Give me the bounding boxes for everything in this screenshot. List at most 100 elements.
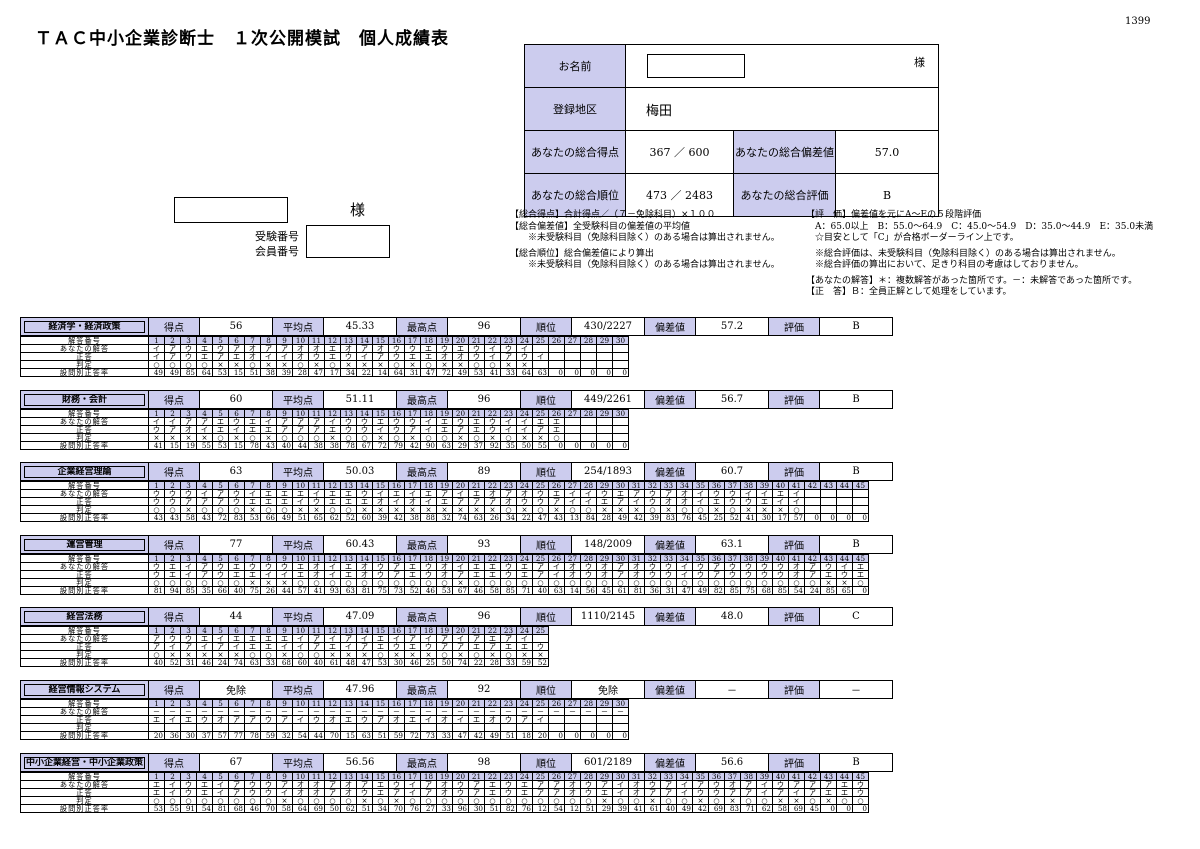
cell-rate: 90 bbox=[420, 441, 437, 451]
score-value: 67 bbox=[199, 753, 273, 772]
cell-ans: イ bbox=[452, 489, 469, 499]
cell-judge: ○ bbox=[292, 360, 309, 370]
question-number: 19 bbox=[436, 698, 453, 709]
question-number: 36 bbox=[708, 771, 725, 782]
cell-judge: ○ bbox=[308, 578, 325, 588]
cell-cor: エ bbox=[820, 788, 837, 798]
question-number: 19 bbox=[436, 480, 453, 491]
question-number: 37 bbox=[724, 480, 741, 491]
name-suffix-left: 様 bbox=[350, 201, 366, 219]
cell-cor: ウ bbox=[580, 788, 597, 798]
cell-judge: ○ bbox=[500, 796, 517, 806]
question-number: 26 bbox=[548, 771, 565, 782]
cell-cor: イ bbox=[148, 352, 165, 362]
cell-cor: エ bbox=[468, 715, 485, 725]
cell-judge: × bbox=[164, 650, 181, 660]
question-number: 14 bbox=[356, 698, 373, 709]
question-number: 29 bbox=[596, 553, 613, 564]
page-number: 1399 bbox=[1125, 16, 1151, 27]
cell-judge: ○ bbox=[516, 796, 533, 806]
cell-judge bbox=[564, 723, 581, 733]
cell-cor: ウ bbox=[228, 497, 245, 507]
cell-judge: × bbox=[244, 505, 261, 515]
cell-cor: ア bbox=[532, 788, 549, 798]
question-number: 18 bbox=[420, 335, 437, 346]
cell-judge bbox=[612, 723, 629, 733]
cell-cor: イ bbox=[612, 788, 629, 798]
rank-value: 254/1893 bbox=[571, 462, 645, 481]
cell-rate: 30 bbox=[756, 513, 773, 523]
max-label: 最高点 bbox=[396, 390, 448, 409]
cell-rate: 42 bbox=[388, 513, 405, 523]
cell-judge: ○ bbox=[436, 433, 453, 443]
cell-rate: 47 bbox=[676, 586, 693, 596]
cell-rate: 64 bbox=[516, 368, 533, 378]
cell-judge: ○ bbox=[308, 433, 325, 443]
cell-ans bbox=[804, 489, 821, 499]
cell-rate: 49 bbox=[676, 804, 693, 814]
question-number: 35 bbox=[692, 480, 709, 491]
cell-rate: 0 bbox=[852, 586, 869, 596]
avg-label: 平均点 bbox=[272, 535, 324, 554]
cell-ans: イ bbox=[388, 634, 405, 644]
cell-judge bbox=[452, 723, 469, 733]
cell-ans: ウ bbox=[388, 344, 405, 354]
question-number: 39 bbox=[756, 480, 773, 491]
cell-judge: ○ bbox=[436, 650, 453, 660]
name-cell: 様 bbox=[625, 44, 939, 88]
cell-ans: イ bbox=[356, 634, 373, 644]
question-number: 4 bbox=[196, 335, 213, 346]
eval-value: － bbox=[819, 680, 893, 699]
question-number: 3 bbox=[180, 625, 197, 636]
question-number: 27 bbox=[564, 480, 581, 491]
cell-ans: オ bbox=[788, 562, 805, 572]
row-label: 正答 bbox=[20, 352, 149, 362]
cell-cor: ウ bbox=[340, 352, 357, 362]
total-score-label: あなたの総合得点 bbox=[524, 130, 626, 174]
grid-row-ans: あなたの解答アウウエイエエエエイアイアイエイアイアイアエアイ bbox=[20, 634, 549, 644]
question-number: 8 bbox=[260, 408, 277, 419]
cell-rate: 75 bbox=[244, 586, 261, 596]
cell-ans: エ bbox=[404, 562, 421, 572]
cell-ans: ア bbox=[660, 489, 677, 499]
cell-rate: 33 bbox=[260, 658, 277, 668]
cell-judge: × bbox=[260, 433, 277, 443]
score-value: 77 bbox=[199, 535, 273, 554]
cell-ans: ウ bbox=[724, 562, 741, 572]
question-number: 5 bbox=[212, 698, 229, 709]
cell-rate: 20 bbox=[532, 731, 549, 741]
question-number: 29 bbox=[596, 408, 613, 419]
cell-judge: × bbox=[660, 505, 677, 515]
question-number: 10 bbox=[292, 625, 309, 636]
cell-ans: イ bbox=[580, 489, 597, 499]
cell-rate: 0 bbox=[852, 804, 869, 814]
question-number: 16 bbox=[388, 408, 405, 419]
row-label: 設問別正答率 bbox=[20, 731, 149, 741]
cell-cor bbox=[564, 352, 581, 362]
grid-row-judge: 判定○×××××○○×○○×××○×××○×○×○×× bbox=[20, 650, 549, 660]
cell-cor: エ bbox=[260, 425, 277, 435]
cell-cor: イ bbox=[196, 642, 213, 652]
cell-ans: オ bbox=[308, 562, 325, 572]
cell-rate: 57 bbox=[788, 513, 805, 523]
cell-rate: 28 bbox=[596, 513, 613, 523]
cell-cor: エ bbox=[836, 788, 853, 798]
cell-cor: ウ bbox=[308, 497, 325, 507]
question-number: 21 bbox=[468, 625, 485, 636]
cell-judge: × bbox=[516, 505, 533, 515]
cell-rate: 0 bbox=[596, 731, 613, 741]
cell-rate: 62 bbox=[756, 804, 773, 814]
cell-rate: 60 bbox=[356, 513, 373, 523]
cell-cor: イ bbox=[772, 497, 789, 507]
cell-cor: ア bbox=[212, 642, 229, 652]
cell-ans: エ bbox=[196, 780, 213, 790]
cell-rate: 0 bbox=[612, 441, 629, 451]
question-number: 27 bbox=[564, 553, 581, 564]
row-label: 解答番号 bbox=[20, 698, 149, 709]
cell-ans: ウ bbox=[596, 489, 613, 499]
question-number: 17 bbox=[404, 771, 421, 782]
cell-judge: ○ bbox=[292, 796, 309, 806]
cell-judge: ○ bbox=[164, 360, 181, 370]
notes-left: 【総合得点】合計得点／（７－免除科目）×１００ 【総合偏差値】全受験科目の偏差値… bbox=[510, 210, 780, 272]
